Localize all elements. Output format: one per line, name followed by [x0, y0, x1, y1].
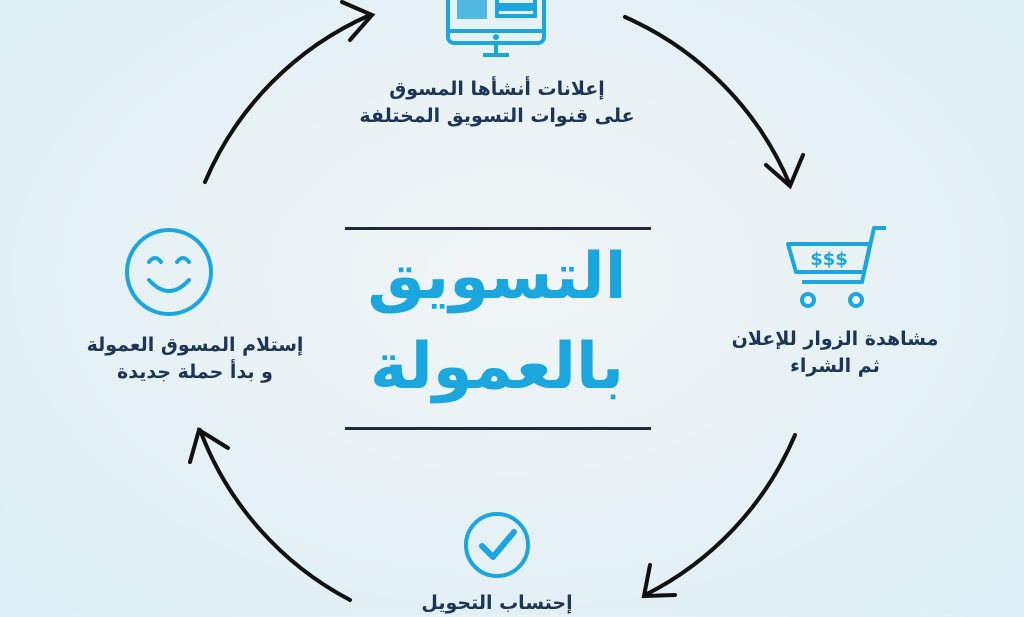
checkmark-circle-icon	[464, 512, 530, 578]
cart-dollar-label: $$$	[810, 249, 848, 270]
step-commission-line2: و بدأ حملة جديدة	[117, 361, 273, 383]
step-ads-created: إعلانات أنشأها المسوق على قنوات التسويق …	[359, 76, 634, 130]
step-visitors-buy: مشاهدة الزوار للإعلان ثم الشراء	[732, 326, 939, 380]
shopping-cart-icon: $$$	[786, 226, 886, 308]
arrow-bottom-right	[643, 433, 797, 597]
step-commission-line1: إستلام المسوق العمولة	[86, 334, 304, 356]
title-line1: التسويق	[367, 240, 627, 314]
divider-top	[345, 227, 651, 230]
step-visitors-line2: ثم الشراء	[790, 355, 880, 377]
arrow-bottom-left	[198, 428, 352, 602]
smiley-icon	[125, 228, 213, 316]
step-ads-line2: على قنوات التسويق المختلفة	[359, 105, 635, 127]
step-visitors-line1: مشاهدة الزوار للإعلان	[731, 328, 939, 350]
arrowhead-bottom-right	[641, 563, 677, 599]
step-conversion-line1: إحتساب التحويل	[421, 592, 573, 614]
step-commission-received: إستلام المسوق العمولة و بدأ حملة جديدة	[87, 332, 304, 386]
divider-bottom	[345, 427, 651, 430]
title-line2: بالعمولة	[369, 330, 625, 404]
arrow-top-right	[623, 15, 792, 187]
arrowhead-top-left	[340, 0, 376, 42]
arrowhead-bottom-left	[188, 426, 230, 464]
arrow-top-left	[203, 13, 372, 184]
arrowhead-top-right	[764, 153, 805, 190]
step-conversion: إحتساب التحويل	[421, 590, 572, 617]
monitor-icon	[446, 0, 546, 57]
step-ads-line1: إعلانات أنشأها المسوق	[389, 78, 605, 100]
